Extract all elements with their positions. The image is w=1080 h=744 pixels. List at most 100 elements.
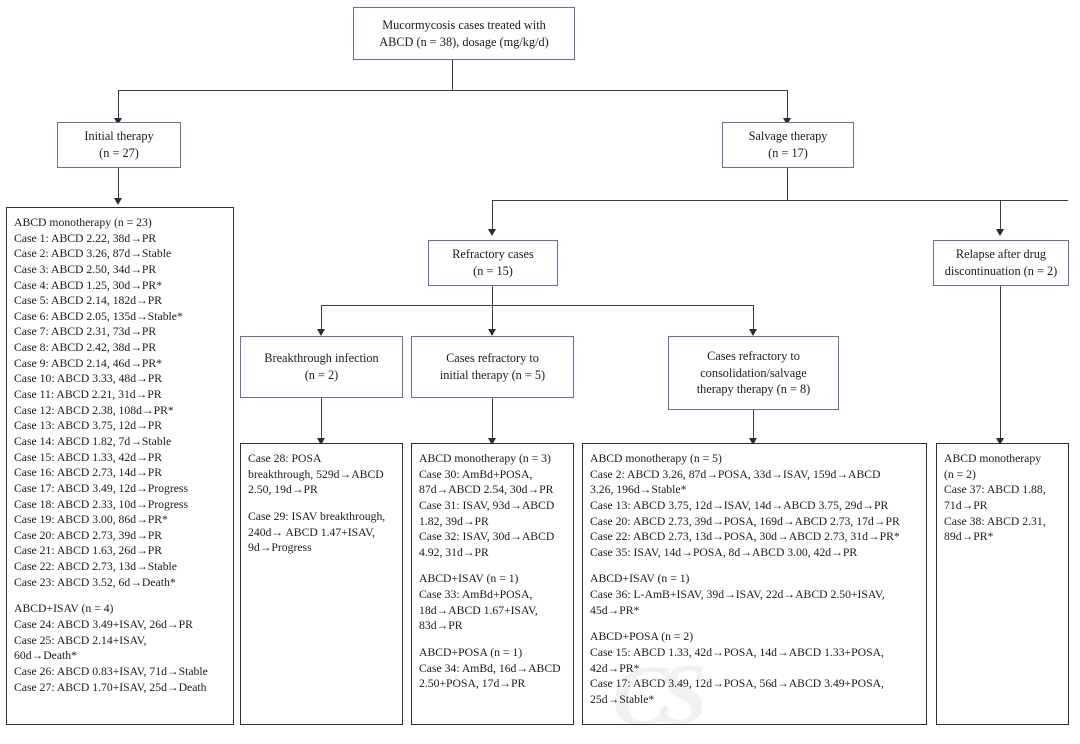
list-item: Case 33: AmBd+POSA, 18d→ABCD 1.67+ISAV, …: [419, 588, 538, 633]
list-group-heading: ABCD+POSA (n = 2): [590, 630, 694, 644]
connector-refractory-consolidation-to-cases: [753, 410, 754, 440]
arrow-to-refractory-consolidation: [749, 329, 757, 336]
connector-root-stem: [452, 60, 453, 90]
arrow-to-salvage: [783, 118, 791, 125]
node-breakthrough-infection: Breakthrough infection (n = 2): [240, 336, 403, 398]
list-item: Case 13: ABCD 3.75, 12d→ISAV, 14d→ABCD 3…: [590, 498, 889, 512]
list-item: Case 8: ABCD 2.42, 38d→PR: [14, 341, 157, 355]
list-item: Case 6: ABCD 2.05, 135d→Stable*: [14, 309, 183, 323]
list-group-spacer: [590, 618, 921, 629]
list-item: Case 32: ISAV, 30d→ABCD 4.92, 31d→PR: [419, 530, 555, 559]
arrow-relapse-to-cases: [996, 438, 1004, 445]
arrow-to-initial: [114, 118, 122, 125]
list-item: Case 27: ABCD 1.70+ISAV, 25d→Death: [14, 680, 207, 694]
connector-relapse-to-cases: [1000, 286, 1001, 440]
list-item: Case 2: ABCD 3.26, 87d→POSA, 33d→ISAV, 1…: [590, 467, 881, 497]
connector-refractory-stem: [492, 286, 493, 305]
node-refractory-cases: Refractory cases (n = 15): [428, 240, 558, 286]
connector-breakthrough-to-cases: [321, 398, 322, 440]
list-group-heading: ABCD+ISAV (n = 1): [590, 572, 690, 586]
listbox-relapse-cases: ABCD monotherapy (n = 2)Case 37: ABCD 1.…: [936, 443, 1069, 725]
list-group-heading: ABCD monotherapy (n = 3): [419, 452, 551, 465]
node-refractory-to-initial: Cases refractory to initial therapy (n =…: [411, 336, 574, 398]
list-item: Case 14: ABCD 1.82, 7d→Stable: [14, 434, 172, 448]
list-item: Case 16: ABCD 2.73, 14d→PR: [14, 466, 163, 480]
list-group-spacer: [14, 590, 228, 601]
node-initial-therapy: Initial therapy (n = 27): [57, 122, 181, 168]
list-item: Case 30: AmBd+POSA, 87d→ABCD 2.54, 30d→P…: [419, 467, 554, 497]
connector-root-split: [118, 90, 788, 91]
list-item: Case 24: ABCD 3.49+ISAV, 26d→PR: [14, 618, 193, 632]
list-item: Case 20: ABCD 2.73, 39d→POSA, 169d→ABCD …: [590, 514, 900, 528]
arrow-to-relapse: [996, 229, 1004, 236]
list-item: Case 13: ABCD 3.75, 12d→PR: [14, 419, 163, 433]
arrow-to-refractory: [488, 229, 496, 236]
connector-to-breakthrough: [321, 305, 322, 331]
list-item: Case 31: ISAV, 93d→ABCD 1.82, 39d→PR: [419, 498, 555, 528]
list-item: Case 1: ABCD 2.22, 38d→PR: [14, 231, 157, 245]
list-item: Case 26: ABCD 0.83+ISAV, 71d→Stable: [14, 664, 208, 678]
list-item: Case 36: L-AmB+ISAV, 39d→ISAV, 22d→ABCD …: [590, 588, 885, 617]
list-item: Case 19: ABCD 3.00, 86d→PR*: [14, 513, 168, 527]
list-group-heading: ABCD+ISAV (n = 4): [14, 602, 114, 616]
list-item: Case 34: AmBd, 16d→ABCD 2.50+POSA, 17d→P…: [419, 661, 561, 691]
listbox-breakthrough-cases: Case 28: POSA breakthrough, 529d→ABCD 2.…: [240, 443, 403, 725]
connector-refractory-initial-to-cases: [492, 398, 493, 440]
list-item: Case 35: ISAV, 14d→POSA, 8d→ABCD 3.00, 4…: [590, 545, 858, 559]
list-item: Case 20: ABCD 2.73, 39d→PR: [14, 528, 163, 542]
connector-to-initial: [118, 90, 119, 120]
arrow-to-refractory-initial: [488, 329, 496, 336]
node-refractory-to-consolidation: Cases refractory to consolidation/salvag…: [668, 336, 839, 410]
connector-to-refractory-consolidation: [753, 305, 754, 331]
list-group-heading: ABCD monotherapy (n = 2): [944, 452, 1042, 481]
connector-refractory-split: [321, 305, 753, 306]
list-item: Case 5: ABCD 2.14, 182d→PR: [14, 294, 163, 308]
list-group-heading: ABCD monotherapy (n = 5): [590, 452, 722, 465]
list-item: Case 17: ABCD 3.49, 12d→POSA, 56d→ABCD 3…: [590, 677, 884, 706]
list-item: Case 15: ABCD 1.33, 42d→POSA, 14d→ABCD 1…: [590, 646, 884, 675]
list-item: Case 2: ABCD 3.26, 87d→Stable: [14, 247, 172, 261]
arrow-breakthrough-to-cases: [317, 438, 325, 445]
connector-to-salvage: [787, 90, 788, 120]
list-item: Case 25: ABCD 2.14+ISAV, 60d→Death*: [14, 633, 147, 663]
list-group-spacer: [590, 560, 921, 571]
list-item: Case 29: ISAV breakthrough, 240d→ ABCD 1…: [248, 509, 386, 555]
list-item: Case 9: ABCD 2.14, 46d→PR*: [14, 356, 163, 370]
list-item: Case 22: ABCD 2.73, 13d→Stable: [14, 560, 177, 574]
connector-to-relapse: [1000, 200, 1001, 231]
list-group-spacer: [419, 560, 568, 571]
list-item: Case 23: ABCD 3.52, 6d→Death*: [14, 575, 176, 589]
connector-to-refractory-initial: [492, 305, 493, 331]
list-item: Case 15: ABCD 1.33, 42d→PR: [14, 450, 163, 464]
list-group-heading: ABCD monotherapy (n = 23): [14, 216, 152, 229]
list-group-heading: ABCD+ISAV (n = 1): [419, 572, 519, 586]
list-group-spacer: [248, 498, 397, 509]
arrow-initial-to-cases: [114, 198, 122, 205]
list-item: Case 17: ABCD 3.49, 12d→Progress: [14, 481, 189, 495]
connector-salvage-split: [492, 200, 1068, 201]
node-root: Mucormycosis cases treated with ABCD (n …: [353, 7, 575, 60]
list-item: Case 18: ABCD 2.33, 10d→Progress: [14, 497, 189, 511]
list-item: Case 7: ABCD 2.31, 73d→PR: [14, 325, 157, 339]
listbox-refractory-consolidation-cases: ABCD monotherapy (n = 5) Case 2: ABCD 3.2…: [582, 443, 927, 725]
list-item: Case 11: ABCD 2.21, 31d→PR: [14, 388, 162, 402]
list-item: Case 37: ABCD 1.88, 71d→PR: [944, 483, 1046, 512]
arrow-to-breakthrough: [317, 329, 325, 336]
node-salvage-therapy: Salvage therapy (n = 17): [722, 122, 854, 168]
arrow-refractory-consolidation-to-cases: [749, 438, 757, 445]
connector-initial-to-cases: [118, 168, 119, 200]
connector-to-refractory: [492, 200, 493, 231]
list-item: Case 10: ABCD 3.33, 48d→PR: [14, 372, 163, 386]
list-item: Case 4: ABCD 1.25, 30d→PR*: [14, 278, 163, 292]
listbox-initial-therapy-cases: ABCD monotherapy (n = 23) Case 1: ABCD 2.…: [6, 207, 234, 725]
list-item: Case 38: ABCD 2.31, 89d→PR*: [944, 514, 1046, 544]
list-group-heading: ABCD+POSA (n = 1): [419, 646, 523, 660]
list-item: Case 21: ABCD 1.63, 26d→PR: [14, 544, 163, 558]
list-group-spacer: [419, 634, 568, 645]
list-item: Case 3: ABCD 2.50, 34d→PR: [14, 262, 157, 276]
arrow-refractory-initial-to-cases: [488, 438, 496, 445]
node-relapse-after-discontinuation: Relapse after drug discontinuation (n = …: [933, 240, 1069, 286]
list-item: Case 28: POSA breakthrough, 529d→ABCD 2.…: [248, 452, 384, 497]
list-item: Case 22: ABCD 2.73, 13d→POSA, 30d→ABCD 2…: [590, 530, 900, 544]
